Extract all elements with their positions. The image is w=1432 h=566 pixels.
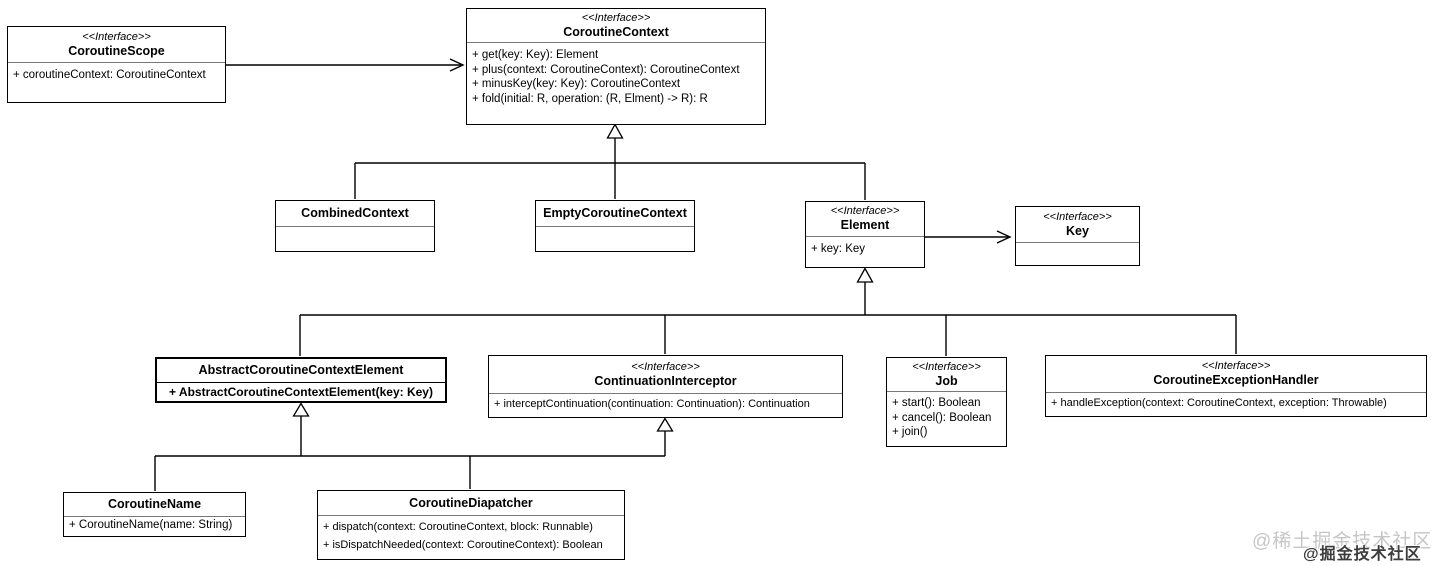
stereotype-label: <<Interface>> xyxy=(631,360,700,373)
class-name: Element xyxy=(840,218,890,232)
class-member: + get(key: Key): Element xyxy=(472,49,599,61)
class-member: + isDispatchNeeded(context: CoroutineCon… xyxy=(323,539,603,551)
class-box-combined-context: CombinedContext xyxy=(275,200,435,252)
class-name: CoroutineContext xyxy=(563,24,669,39)
class-name: EmptyCoroutineContext xyxy=(543,206,687,220)
class-box-element: <<Interface>> Element + key: Key xyxy=(805,201,925,268)
class-header: CombinedContext xyxy=(276,201,434,227)
class-name: CoroutineName xyxy=(107,497,202,511)
class-name: CoroutineDiapatcher xyxy=(409,495,533,510)
class-box-abstract-coroutine-context-element: AbstractCoroutineContextElement + Abstra… xyxy=(155,357,447,403)
class-member: + AbstractCoroutineContextElement(key: K… xyxy=(169,385,433,399)
stereotype-label: <<Interface>> xyxy=(82,30,151,43)
stereotype-label: <<Interface>> xyxy=(830,205,900,217)
class-header: <<Interface>> Element xyxy=(806,202,924,237)
class-name: AbstractCoroutineContextElement xyxy=(198,363,404,377)
class-header: CoroutineName xyxy=(64,493,245,517)
generalization-triangle-element xyxy=(856,267,874,283)
class-member: + join() xyxy=(892,426,928,438)
arrowhead-open xyxy=(449,58,465,72)
class-member: + minusKey(key: Key): CoroutineContext xyxy=(472,78,681,90)
class-name: ContinuationInterceptor xyxy=(594,373,737,388)
class-header: AbstractCoroutineContextElement xyxy=(157,359,445,383)
watermark-text: @稀土掘金技术社区 xyxy=(1252,531,1432,552)
stereotype-label: <<Interface>> xyxy=(581,11,651,24)
generalization-triangle-coroutinecontext xyxy=(606,123,624,139)
edge-context-children xyxy=(354,138,866,200)
class-member: + CoroutineName(name: String) xyxy=(69,519,233,531)
class-member: + coroutineContext: CoroutineContext xyxy=(13,69,206,81)
class-header: CoroutineDiapatcher xyxy=(318,491,624,516)
class-box-coroutine-name: CoroutineName + CoroutineName(name: Stri… xyxy=(63,492,246,537)
class-box-coroutine-context: <<Interface>> CoroutineContext + get(key… xyxy=(466,8,766,125)
class-box-empty-coroutine-context: EmptyCoroutineContext xyxy=(535,200,695,252)
generalization-triangle-abstractelement xyxy=(292,402,310,417)
class-box-coroutine-diapatcher: CoroutineDiapatcher + dispatch(context: … xyxy=(317,490,625,560)
stereotype-label: <<Interface>> xyxy=(912,360,981,373)
class-box-key: <<Interface>> Key xyxy=(1015,206,1140,266)
class-header: EmptyCoroutineContext xyxy=(536,201,694,227)
class-name: CombinedContext xyxy=(301,206,409,220)
edge-element-children xyxy=(299,282,1237,356)
arrowhead-open xyxy=(996,230,1012,244)
class-member: + dispatch(context: CoroutineContext, bl… xyxy=(323,521,593,533)
class-box-job: <<Interface>> Job + start(): Boolean + c… xyxy=(886,357,1007,447)
class-box-coroutine-scope: <<Interface>> CoroutineScope + coroutine… xyxy=(7,26,226,103)
class-name: CoroutineExceptionHandler xyxy=(1153,373,1319,387)
class-header: <<Interface>> Job xyxy=(887,358,1006,392)
generalization-triangle-interceptor xyxy=(656,417,674,432)
edge-bottom-children xyxy=(154,416,666,491)
class-name: CoroutineScope xyxy=(68,43,165,58)
class-name: Key xyxy=(1066,223,1089,238)
class-member: + cancel(): Boolean xyxy=(892,411,992,424)
class-member: + key: Key xyxy=(811,243,866,255)
class-header: <<Interface>> Key xyxy=(1016,207,1139,243)
class-name: Job xyxy=(935,373,958,388)
class-member: + start(): Boolean xyxy=(892,397,981,409)
stereotype-label: <<Interface>> xyxy=(1043,210,1112,223)
class-member: + fold(initial: R, operation: (R, Elment… xyxy=(472,92,708,105)
watermark-text-secondary: @掘金技术社区 xyxy=(1303,546,1422,563)
class-header: <<Interface>> ContinuationInterceptor xyxy=(489,356,842,394)
class-box-continuation-interceptor: <<Interface>> ContinuationInterceptor + … xyxy=(488,355,843,418)
class-member: + interceptContinuation(continuation: Co… xyxy=(494,398,810,410)
class-box-coroutine-exception-handler: <<Interface>> CoroutineExceptionHandler … xyxy=(1045,355,1427,417)
class-header: <<Interface>> CoroutineContext xyxy=(467,9,765,43)
class-member: + plus(context: CoroutineContext): Corou… xyxy=(472,63,740,76)
stereotype-label: <<Interface>> xyxy=(1201,360,1271,372)
class-header: <<Interface>> CoroutineScope xyxy=(8,27,225,63)
class-member: + handleException(context: CoroutineCont… xyxy=(1051,397,1387,409)
class-header: <<Interface>> CoroutineExceptionHandler xyxy=(1046,356,1426,393)
